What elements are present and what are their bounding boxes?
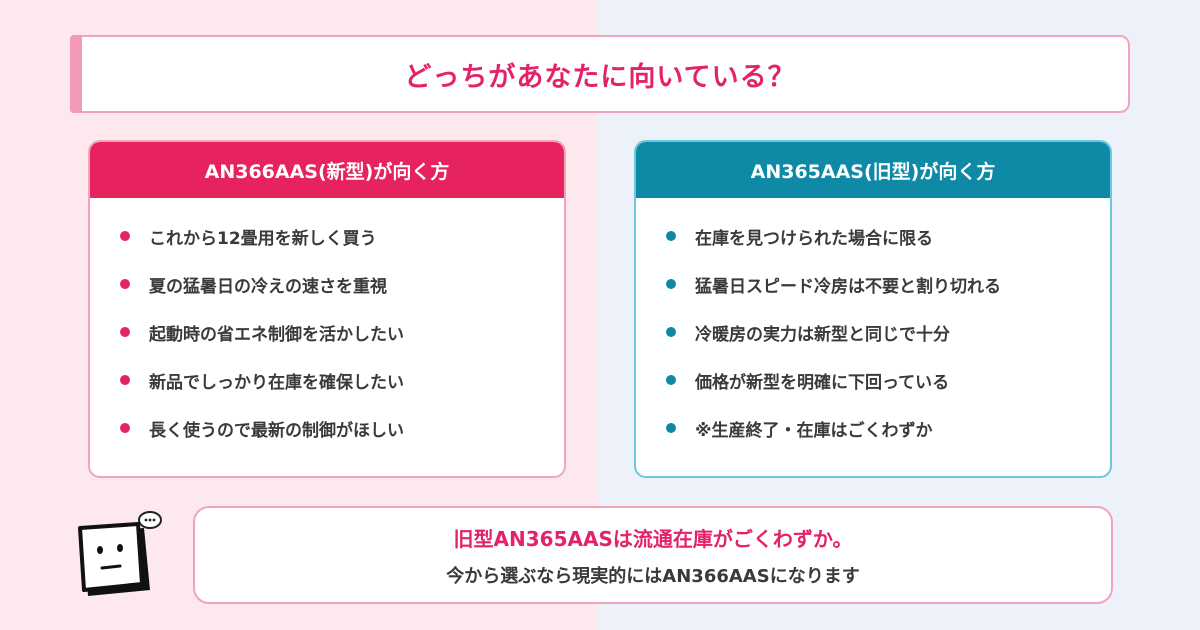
bullet-dot-icon	[120, 231, 130, 241]
new-model-card: AN366AAS(新型)が向く方 これから12畳用を新しく買う 夏の猛暑日の冷え…	[88, 140, 566, 478]
list-item: 長く使うので最新の制御がほしい	[120, 404, 564, 452]
thinking-face-icon	[74, 510, 170, 600]
list-item-text: ※生産終了・在庫はごくわずか	[695, 420, 933, 441]
summary-headline: 旧型AN365AASは流通在庫がごくわずか。	[453, 526, 853, 551]
old-model-card-header: AN365AAS(旧型)が向く方	[636, 142, 1110, 198]
old-model-list: 在庫を見つけられた場合に限る 猛暑日スピード冷房は不要と割り切れる 冷暖房の実力…	[636, 198, 1110, 452]
list-item: 猛暑日スピード冷房は不要と割り切れる	[666, 260, 1110, 308]
bullet-dot-icon	[666, 375, 676, 385]
list-item: 新品でしっかり在庫を確保したい	[120, 356, 564, 404]
list-item: 夏の猛暑日の冷えの速さを重視	[120, 260, 564, 308]
list-item: 起動時の省エネ制御を活かしたい	[120, 308, 564, 356]
list-item: ※生産終了・在庫はごくわずか	[666, 404, 1110, 452]
list-item: 価格が新型を明確に下回っている	[666, 356, 1110, 404]
page-title: どっちがあなたに向いている？	[404, 61, 796, 93]
summary-conclusion: 今から選ぶなら現実的にはAN366AASになります	[446, 565, 860, 587]
bullet-dot-icon	[120, 279, 130, 289]
list-item-text: 在庫を見つけられた場合に限る	[695, 228, 933, 249]
bullet-dot-icon	[666, 279, 676, 289]
bullet-dot-icon	[120, 375, 130, 385]
list-item-text: 起動時の省エネ制御を活かしたい	[149, 324, 404, 345]
list-item-text: 夏の猛暑日の冷えの速さを重視	[149, 276, 387, 297]
new-model-list: これから12畳用を新しく買う 夏の猛暑日の冷えの速さを重視 起動時の省エネ制御を…	[90, 198, 564, 452]
list-item-text: 長く使うので最新の制御がほしい	[149, 420, 404, 441]
bullet-dot-icon	[666, 423, 676, 433]
list-item-text: これから12畳用を新しく買う	[149, 228, 377, 249]
summary-box: 旧型AN365AASは流通在庫がごくわずか。 今から選ぶなら現実的にはAN366…	[193, 506, 1113, 604]
list-item-text: 冷暖房の実力は新型と同じで十分	[695, 324, 950, 345]
list-item-text: 新品でしっかり在庫を確保したい	[149, 372, 404, 393]
title-banner: どっちがあなたに向いている？	[70, 35, 1130, 113]
bullet-dot-icon	[666, 231, 676, 241]
new-model-card-header: AN366AAS(新型)が向く方	[90, 142, 564, 198]
list-item: 冷暖房の実力は新型と同じで十分	[666, 308, 1110, 356]
list-item: 在庫を見つけられた場合に限る	[666, 212, 1110, 260]
bullet-dot-icon	[666, 327, 676, 337]
list-item-text: 価格が新型を明確に下回っている	[695, 372, 950, 393]
title-accent-bar	[70, 35, 82, 113]
bullet-dot-icon	[120, 327, 130, 337]
old-model-card: AN365AAS(旧型)が向く方 在庫を見つけられた場合に限る 猛暑日スピード冷…	[634, 140, 1112, 478]
bullet-dot-icon	[120, 423, 130, 433]
list-item-text: 猛暑日スピード冷房は不要と割り切れる	[695, 276, 1001, 297]
list-item: これから12畳用を新しく買う	[120, 212, 564, 260]
